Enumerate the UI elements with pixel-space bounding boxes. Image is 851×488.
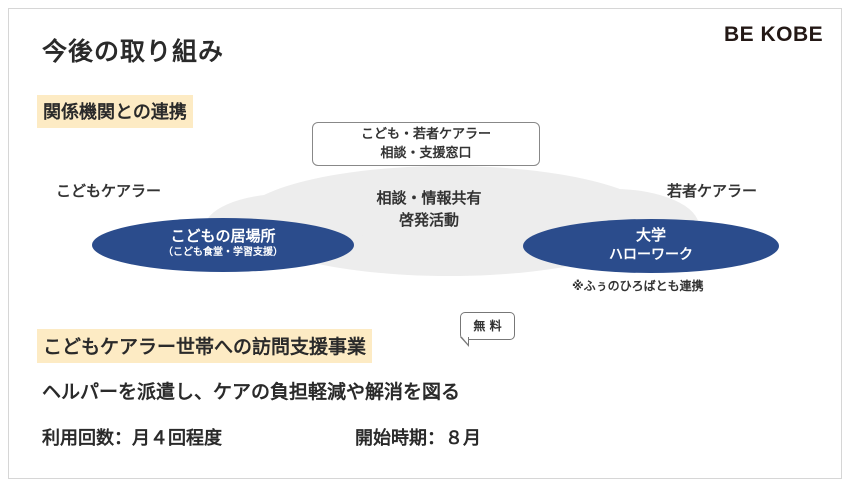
section-heading-visit-support: こどもケアラー世帯への訪問支援事業: [37, 329, 373, 363]
slide: 今後の取り組み BE KOBE 関係機関との連携 こども・若者ケアラー 相談・支…: [8, 8, 842, 479]
brand-logo: BE KOBE: [724, 23, 824, 46]
university-ellipse: 大学 ハローワーク: [523, 219, 779, 273]
free-badge: 無 料: [460, 312, 515, 340]
page-title: 今後の取り組み: [42, 37, 225, 66]
child-place-subtitle: （こども食堂・学習支援）: [163, 247, 283, 258]
center-activities: 相談・情報共有 啓発活動: [329, 187, 529, 231]
center-text-line2: 啓発活動: [398, 211, 459, 229]
child-carer-label: こどもケアラー: [56, 182, 162, 200]
university-title: 大学: [635, 226, 666, 244]
start-period: 開始時期：８月: [355, 428, 481, 449]
usage-frequency: 利用回数：月４回程度: [42, 428, 222, 449]
consultation-box-line2: 相談・支援窓口: [380, 146, 472, 161]
child-place-ellipse: こどもの居場所 （こども食堂・学習支援）: [92, 218, 354, 272]
consultation-window-box: こども・若者ケアラー 相談・支援窓口: [312, 122, 540, 166]
hellowork-title: ハローワーク: [609, 247, 693, 263]
consultation-box-line1: こども・若者ケアラー: [360, 127, 491, 142]
child-place-title: こどもの居場所: [170, 227, 276, 245]
section-heading-collaboration: 関係機関との連携: [37, 95, 193, 128]
center-text-line1: 相談・情報共有: [376, 189, 482, 207]
free-badge-tail-inner: [462, 337, 468, 344]
support-description: ヘルパーを派遣し、ケアの負担軽減や解消を図る: [42, 381, 461, 403]
young-carer-label: 若者ケアラー: [667, 182, 758, 200]
collaboration-note: ※ふぅのひろばとも連携: [572, 279, 704, 293]
